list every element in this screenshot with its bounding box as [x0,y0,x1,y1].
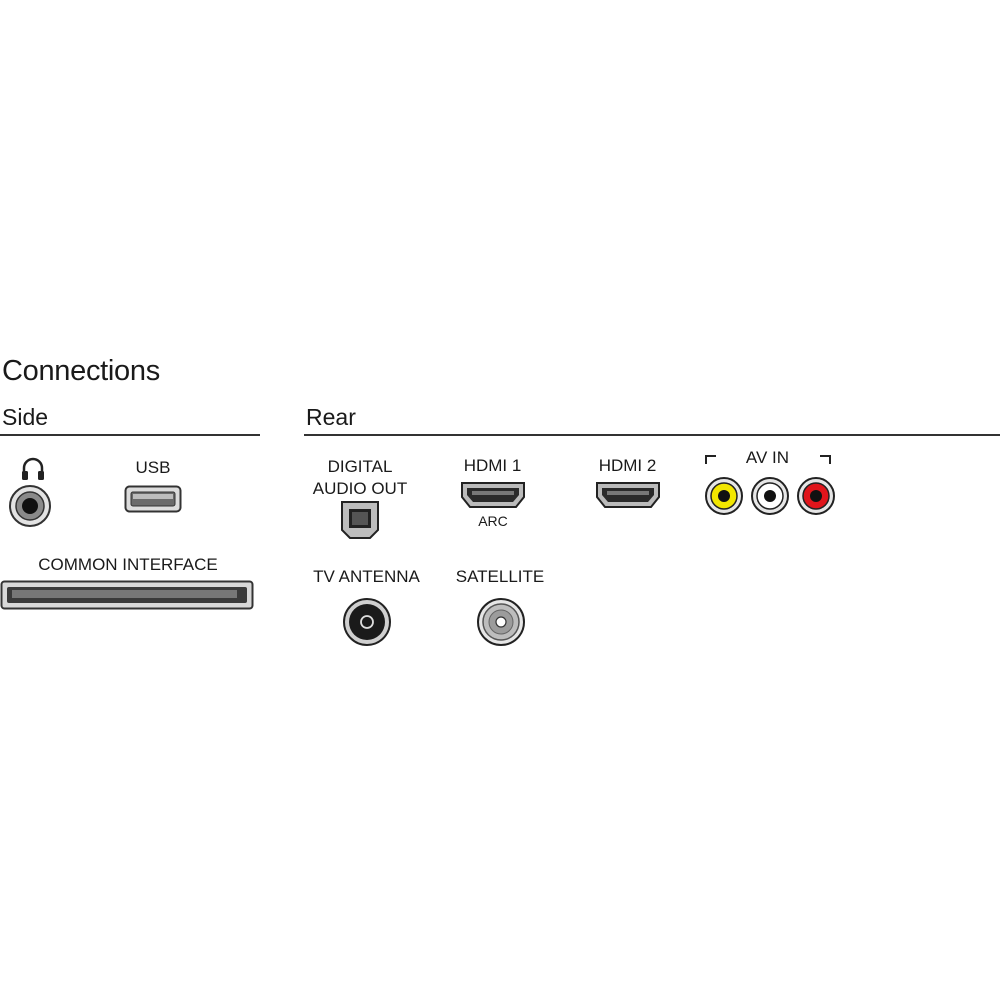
av-in-bracket [705,452,831,466]
rca-audio-red [797,477,835,515]
side-divider [0,434,260,436]
headphone-icon [19,455,47,483]
hdmi2-label: HDMI 2 [598,456,657,475]
side-heading: Side [2,404,49,430]
digital-audio-label: DIGITAL AUDIO OUT [300,456,420,500]
av-in-connectors [704,476,836,516]
common-interface-slot [0,580,256,610]
page-title: Connections [2,355,160,387]
satellite-port [476,597,526,647]
hdmi1-label: HDMI 1 [463,456,522,475]
digital-audio-label-line1: DIGITAL [327,457,393,476]
hdmi2-port [595,481,661,509]
satellite-label: SATELLITE [455,567,545,586]
optical-port [340,500,380,540]
tv-antenna-label: TV ANTENNA [313,567,420,586]
usb-port [124,485,182,513]
av-in-label: AV IN [745,448,790,467]
rear-heading: Rear [306,404,356,430]
hdmi1-port [460,481,526,509]
common-interface-label: COMMON INTERFACE [38,555,218,574]
rear-divider [304,434,1000,436]
rca-audio-white [751,477,789,515]
tv-antenna-port [342,597,392,647]
hdmi1-arc-label: ARC [478,513,508,529]
usb-label: USB [135,458,171,477]
rca-video-yellow [705,477,743,515]
digital-audio-label-line2: AUDIO OUT [312,479,408,498]
headphone-jack [8,484,52,528]
